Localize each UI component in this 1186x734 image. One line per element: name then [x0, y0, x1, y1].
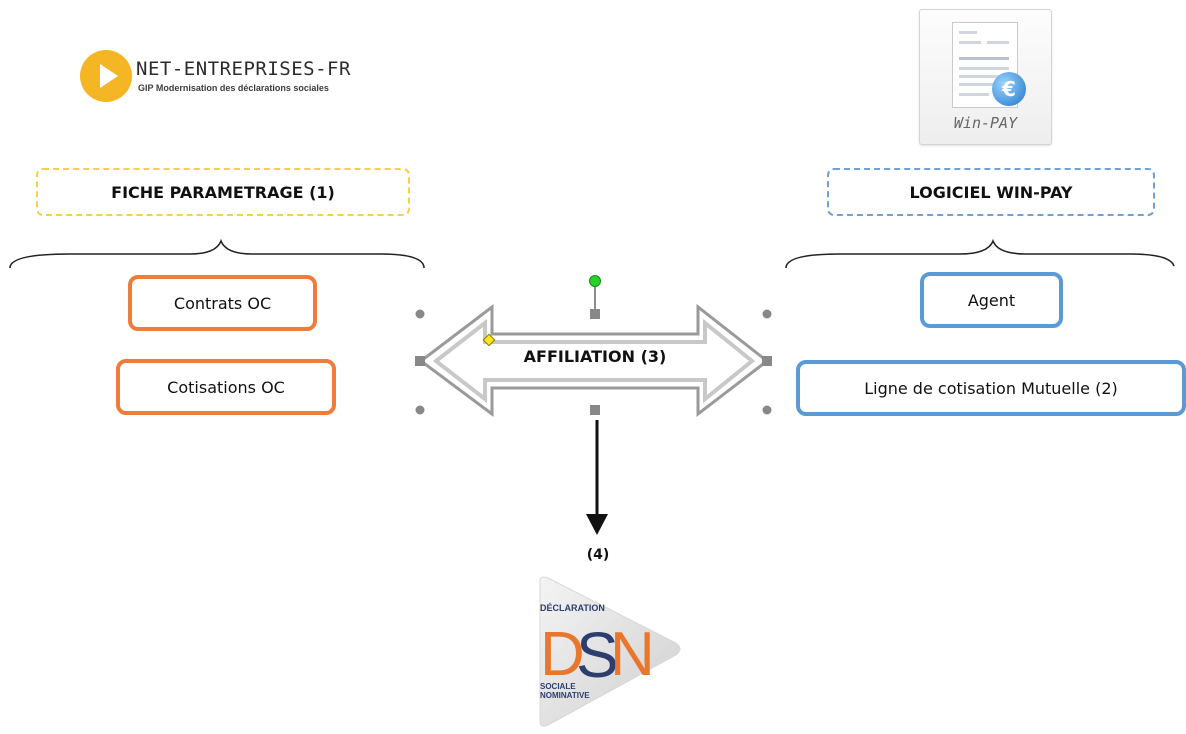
- fiche-parametrage-title: FICHE PARAMETRAGE (1): [36, 168, 410, 216]
- winpay-label: Win-PAY: [953, 114, 1018, 132]
- selection-handles: [415, 309, 772, 415]
- svg-text:SOCIALE: SOCIALE: [540, 682, 576, 691]
- step-4-label: (4): [586, 547, 610, 563]
- svg-text:DÉCLARATION: DÉCLARATION: [540, 603, 605, 613]
- net-entreprises-subtitle: GIP Modernisation des déclarations socia…: [138, 83, 329, 93]
- agent-box: Agent: [920, 272, 1063, 328]
- winpay-logo: € Win-PAY: [919, 9, 1052, 145]
- down-arrow-head: [586, 514, 608, 535]
- ligne-cotisation-box: Ligne de cotisation Mutuelle (2): [796, 360, 1186, 416]
- net-entreprises-logo: NET-ENTREPRISES-FR GIP Modernisation des…: [80, 48, 380, 106]
- adjust-handle: [482, 333, 496, 347]
- logiciel-winpay-title: LOGICIEL WIN-PAY: [827, 168, 1155, 216]
- cotisations-oc-box: Cotisations OC: [116, 359, 336, 415]
- play-triangle-icon: [100, 64, 118, 88]
- dsn-logo: DÉCLARATION D S N SOCIALE NOMINATIVE: [526, 575, 686, 730]
- contrats-oc-box: Contrats OC: [128, 275, 317, 331]
- dsn-letter-n: N: [610, 620, 655, 689]
- right-curly-brace: [785, 238, 1175, 269]
- dsn-letter-d: D: [540, 620, 585, 689]
- left-curly-brace: [9, 238, 425, 269]
- euro-coin-icon: €: [992, 72, 1026, 106]
- dsn-letter-s: S: [576, 619, 619, 691]
- affiliation-label: AFFILIATION (3): [523, 347, 667, 366]
- svg-text:NOMINATIVE: NOMINATIVE: [540, 691, 590, 700]
- rotation-handle: [589, 275, 601, 287]
- net-entreprises-title: NET-ENTREPRISES-FR: [136, 58, 351, 80]
